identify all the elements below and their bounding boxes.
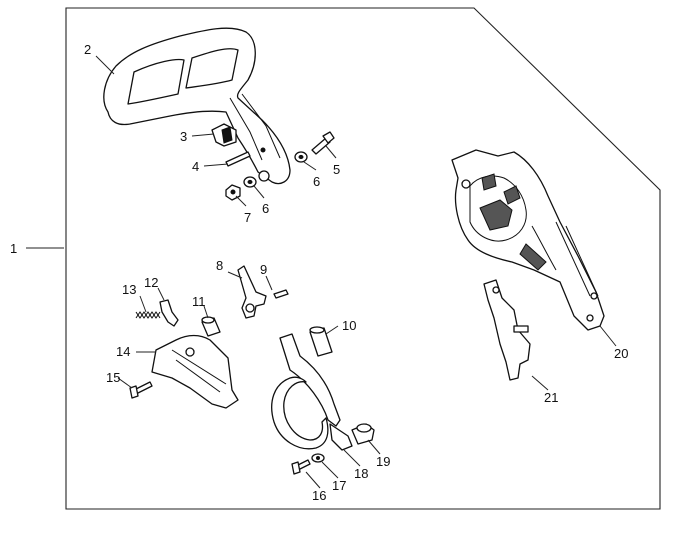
callout-16: 16 [312,488,326,503]
callout-9: 9 [260,262,267,277]
guard-clip [211,123,237,147]
callout-19: 19 [376,454,390,469]
bushing [201,316,221,337]
spring [135,311,161,319]
callout-14: 14 [116,344,130,359]
callout-18: 18 [354,466,368,481]
callout-2: 2 [84,42,91,57]
band-screw [291,459,311,475]
callout-4: 4 [192,159,199,174]
washer-lower [243,176,257,188]
callout-15: 15 [106,370,120,385]
callout-10: 10 [342,318,356,333]
leader-lines [26,55,617,489]
callout-8: 8 [216,258,223,273]
clutch-cover [451,149,605,331]
brake-housing [151,334,239,409]
washer-upper [294,151,308,163]
chain-plate [483,279,531,381]
callout-12: 12 [144,275,158,290]
assembly-frame [65,7,661,510]
lever-pin [273,289,289,299]
hand-guard [103,27,291,185]
band-washer [311,453,325,463]
brake-band [271,333,353,451]
brake-lever [237,265,267,319]
callout-1: 1 [10,241,17,256]
callout-13: 13 [122,282,136,297]
housing-screw [129,381,153,399]
callout-5: 5 [333,162,340,177]
callout-7: 7 [244,210,251,225]
callout-11: 11 [192,294,206,309]
sleeve [309,326,333,357]
callout-21: 21 [544,390,558,405]
callout-20: 20 [614,346,628,361]
callout-3: 3 [180,129,187,144]
guard-bolt [311,131,335,155]
callout-labels: 1 2 3 4 5 6 6 7 8 9 10 11 12 13 14 15 16… [10,42,628,503]
guard-pin [225,151,251,167]
callout-6-upper: 6 [313,174,320,189]
callout-6-lower: 6 [262,201,269,216]
link [159,299,179,327]
band-cap [351,423,375,445]
callout-17: 17 [332,478,346,493]
